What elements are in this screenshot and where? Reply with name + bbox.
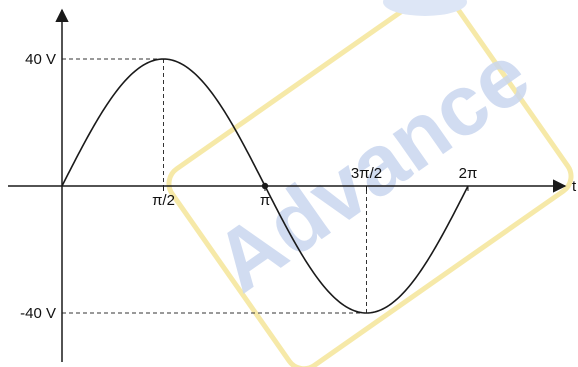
tick-labels: t π/2 π 3π/2 2π 40 V -40 V: [20, 51, 577, 322]
data-point-0: [261, 182, 269, 190]
x-axis-label: t: [572, 178, 577, 195]
guide-lines: [62, 58, 367, 314]
points-layer: [261, 182, 269, 190]
y-tick-label-1: -40 V: [20, 305, 56, 322]
x-tick-label-2: 3π/2: [351, 165, 382, 182]
y-tick-label-0: 40 V: [25, 51, 56, 68]
watermark: Advance: [166, 0, 574, 367]
x-tick-label-0: π/2: [152, 192, 175, 209]
x-tick-label-1: π: [260, 192, 270, 209]
x-tick-label-3: 2π: [459, 165, 478, 182]
watermark-frame: [166, 0, 574, 367]
watermark-circle: [383, 0, 467, 16]
